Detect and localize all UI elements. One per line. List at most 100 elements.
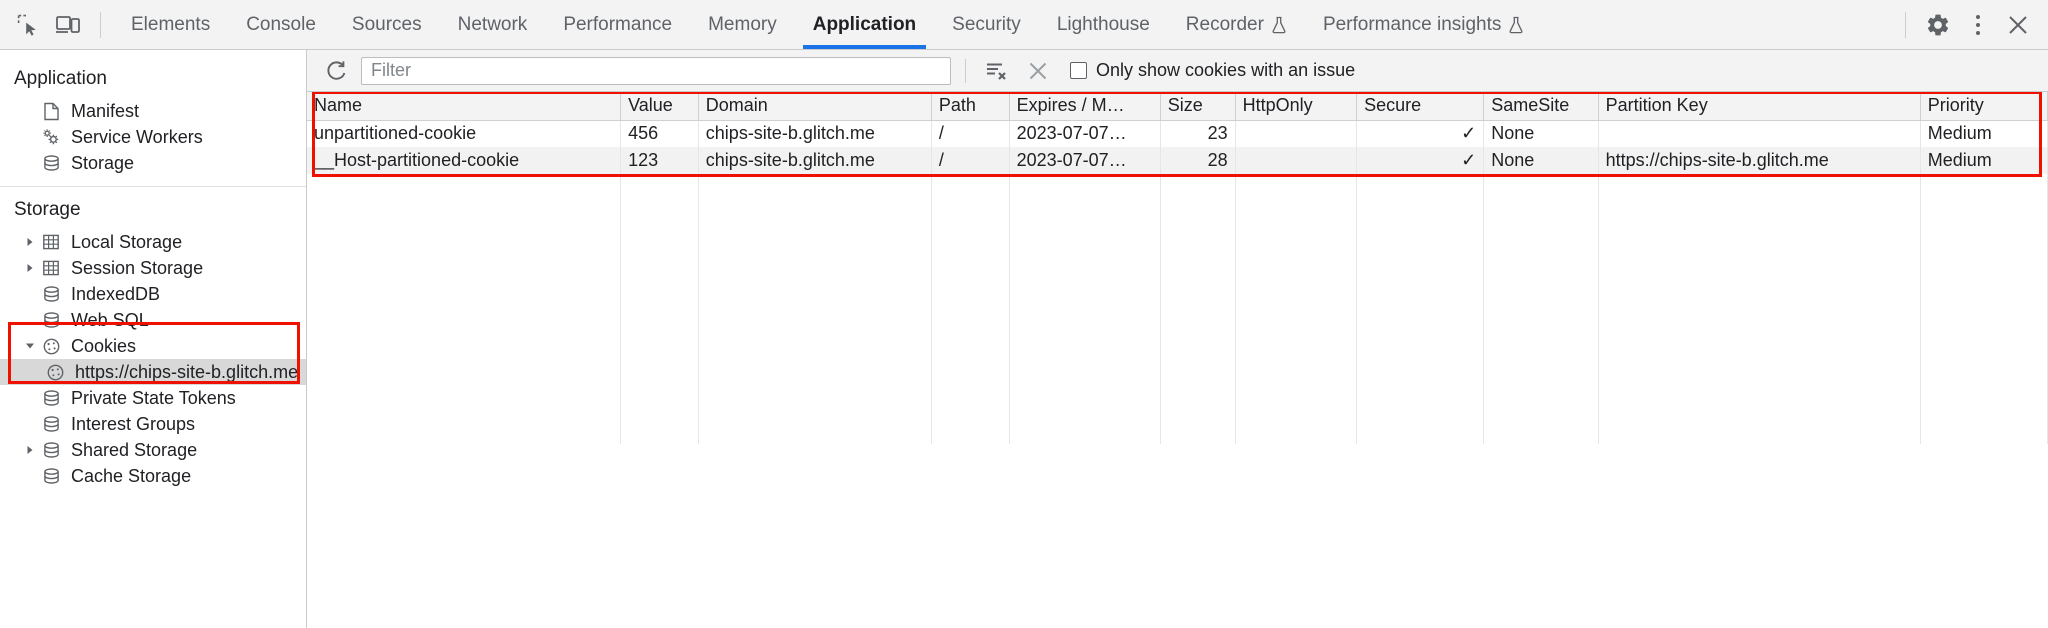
tab-security[interactable]: Security: [934, 0, 1039, 49]
cell-path: /: [931, 120, 1010, 147]
chevron-right-icon[interactable]: [22, 260, 38, 276]
chevron-right-icon[interactable]: [22, 442, 38, 458]
sidebar-item-label: Cache Storage: [71, 465, 192, 486]
sidebar-item-label: Session Storage: [71, 257, 204, 278]
column-header-value[interactable]: Value: [620, 92, 699, 121]
tab-recorder[interactable]: Recorder: [1168, 0, 1305, 49]
column-header-domain[interactable]: Domain: [698, 92, 932, 121]
database-icon: [40, 414, 62, 434]
column-header-samesite[interactable]: SameSite: [1483, 92, 1599, 121]
cell-value: 123: [620, 147, 699, 174]
sidebar-item-interest-groups[interactable]: Interest Groups: [0, 411, 306, 437]
sidebar-item-label: Local Storage: [71, 231, 183, 252]
sidebar-divider: [0, 186, 306, 187]
cell-path: /: [931, 147, 1010, 174]
sidebar-item-cookie-origin[interactable]: https://chips-site-b.glitch.me: [0, 359, 306, 385]
cell-size: 28: [1160, 147, 1236, 174]
chevron-down-icon[interactable]: [22, 338, 38, 354]
cell-samesite: None: [1483, 147, 1599, 174]
sidebar-item-private-state-tokens[interactable]: Private State Tokens: [0, 385, 306, 411]
toolbar-divider: [1905, 11, 1906, 38]
sidebar-item-session-storage[interactable]: Session Storage: [0, 255, 306, 281]
toolbar-divider: [100, 11, 101, 38]
cell-httponly: [1235, 120, 1358, 147]
clear-all-cookies-icon[interactable]: [1022, 56, 1054, 86]
tab-label: Security: [952, 13, 1021, 35]
cookies-table: Name Value Domain Path Expires / M… Size…: [307, 92, 2048, 444]
tab-label: Network: [457, 13, 528, 35]
tab-performance-insights[interactable]: Performance insights: [1305, 0, 1542, 49]
gear-icon[interactable]: [1918, 5, 1958, 45]
manifest-document-icon: [40, 101, 62, 121]
table-row[interactable]: __Host-partitioned-cookie 123 chips-site…: [307, 147, 2048, 174]
column-header-expires[interactable]: Expires / M…: [1009, 92, 1161, 121]
cell-name: unpartitioned-cookie: [307, 120, 622, 147]
cookie-icon: [44, 362, 66, 382]
sidebar-item-indexeddb[interactable]: IndexedDB: [0, 281, 306, 307]
tab-performance[interactable]: Performance: [545, 0, 690, 49]
service-workers-gear-icon: [40, 127, 62, 147]
table-grid-icon: [40, 232, 62, 252]
column-header-size[interactable]: Size: [1160, 92, 1236, 121]
tab-label: Elements: [131, 13, 211, 35]
chevron-right-icon[interactable]: [22, 234, 38, 250]
sidebar-item-manifest[interactable]: Manifest: [0, 98, 306, 124]
table-filler-row: [307, 282, 2048, 309]
cell-partition-key: [1598, 120, 1921, 147]
tab-label: Performance insights: [1322, 13, 1502, 35]
cookies-table-header: Name Value Domain Path Expires / M… Size…: [307, 92, 2048, 121]
column-header-secure[interactable]: Secure: [1356, 92, 1485, 121]
sidebar-item-local-storage[interactable]: Local Storage: [0, 229, 306, 255]
table-header-row: Name Value Domain Path Expires / M… Size…: [307, 92, 2048, 121]
cookies-table-area: Name Value Domain Path Expires / M… Size…: [307, 92, 2048, 628]
column-header-priority[interactable]: Priority: [1920, 92, 2048, 121]
cookies-table-scroll[interactable]: Name Value Domain Path Expires / M… Size…: [307, 92, 2048, 628]
sidebar-item-shared-storage[interactable]: Shared Storage: [0, 437, 306, 463]
sidebar-item-label: Storage: [71, 152, 135, 173]
database-icon: [40, 440, 62, 460]
sidebar-item-cookies[interactable]: Cookies: [0, 333, 306, 359]
sidebar-item-web-sql[interactable]: Web SQL: [0, 307, 306, 333]
application-sidebar: Application Manifest: [0, 50, 307, 628]
tab-application[interactable]: Application: [795, 0, 934, 49]
sidebar-item-label: Manifest: [71, 100, 140, 121]
sidebar-item-storage[interactable]: Storage: [0, 150, 306, 176]
filter-divider: [965, 58, 966, 83]
refresh-icon[interactable]: [321, 56, 351, 86]
cell-secure: ✓: [1356, 147, 1485, 174]
device-toolbar-icon[interactable]: [48, 5, 88, 45]
inspect-element-icon[interactable]: [8, 5, 48, 45]
column-header-name[interactable]: Name: [307, 92, 622, 121]
clear-filtered-cookies-icon[interactable]: [980, 56, 1012, 86]
checkbox-box-icon[interactable]: [1070, 62, 1087, 79]
database-icon: [40, 310, 62, 330]
tab-console[interactable]: Console: [228, 0, 334, 49]
column-header-path[interactable]: Path: [931, 92, 1010, 121]
sidebar-item-label: Interest Groups: [71, 413, 196, 434]
sidebar-item-cache-storage[interactable]: Cache Storage: [0, 463, 306, 489]
tab-memory[interactable]: Memory: [690, 0, 795, 49]
search-input[interactable]: [361, 56, 951, 85]
tab-elements[interactable]: Elements: [113, 0, 228, 49]
column-header-httponly[interactable]: HttpOnly: [1235, 92, 1358, 121]
tab-network[interactable]: Network: [440, 0, 546, 49]
column-header-partition-key[interactable]: Partition Key: [1598, 92, 1921, 121]
sidebar-item-label: Cookies: [71, 335, 137, 356]
table-filler-row: [307, 201, 2048, 228]
experiment-flask-icon: [1508, 16, 1524, 34]
cell-domain: chips-site-b.glitch.me: [698, 147, 932, 174]
only-show-issues-checkbox[interactable]: Only show cookies with an issue: [1070, 60, 1355, 81]
cell-secure: ✓: [1356, 120, 1485, 147]
cookies-panel: Only show cookies with an issue: [307, 50, 2048, 628]
table-row[interactable]: unpartitioned-cookie 456 chips-site-b.gl…: [307, 120, 2048, 147]
close-icon[interactable]: [1998, 5, 2038, 45]
sidebar-item-service-workers[interactable]: Service Workers: [0, 124, 306, 150]
sidebar-item-label: Shared Storage: [71, 439, 198, 460]
tab-label: Memory: [708, 13, 777, 35]
panel-tabs: Elements Console Sources Network Perform…: [113, 0, 1542, 49]
cell-expires: 2023-07-07…: [1009, 120, 1161, 147]
tab-sources[interactable]: Sources: [334, 0, 440, 49]
sidebar-section-title: Storage: [14, 199, 81, 220]
more-options-icon[interactable]: [1958, 5, 1998, 45]
tab-lighthouse[interactable]: Lighthouse: [1039, 0, 1168, 49]
